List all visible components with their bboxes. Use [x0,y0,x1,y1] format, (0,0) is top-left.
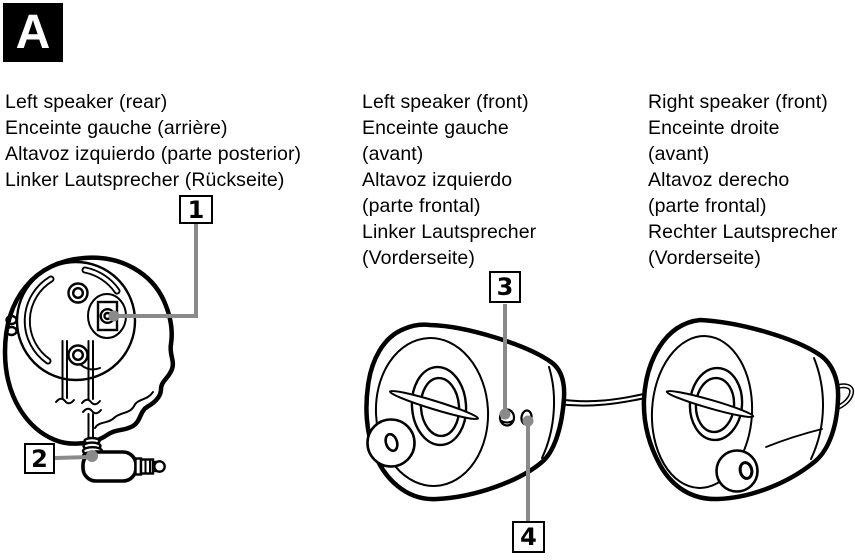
label-line: (parte frontal) [362,195,481,217]
section-label-badge: A [3,3,63,62]
bass-port [715,449,759,493]
label-line: (avant) [648,143,710,165]
callout-4: 4 [512,521,545,553]
speaker-link-cable [556,392,651,407]
right-speaker-front-drawing [641,317,841,502]
label-line: (Vorderseite) [648,247,761,269]
leader-4-dot [522,415,534,427]
screw-hole-top [67,282,89,304]
label-line: Linker Lautsprecher [362,221,537,243]
label-line: Linker Lautsprecher (Rückseite) [5,169,285,191]
label-line: Enceinte droite [648,117,780,139]
label-line: Enceinte gauche (arrière) [5,117,228,139]
left-speaker-front-drawing [364,322,567,502]
label-left-speaker-front: Left speaker (front) Enceinte gauche (av… [362,89,536,271]
label-line: Right speaker (front) [648,91,828,113]
label-line: Altavoz izquierdo (parte posterior) [5,143,302,165]
callout-leaders [54,224,534,521]
callout-1: 1 [179,195,213,224]
label-line: Left speaker (front) [362,91,529,113]
callout-2: 2 [24,443,55,474]
bass-port [366,418,416,468]
leader-1 [116,224,198,318]
label-right-speaker-front: Right speaker (front) Enceinte droite (a… [648,89,838,271]
label-line: Left speaker (rear) [5,91,168,113]
leader-3-dot [499,408,511,420]
label-line: (parte frontal) [648,195,767,217]
callout-3: 3 [489,271,521,303]
label-left-speaker-rear: Left speaker (rear) Enceinte gauche (arr… [5,89,301,193]
leader-1-dot [108,310,120,322]
leader-2-dot [86,450,98,462]
label-line: Altavoz izquierdo [362,169,513,191]
edge-slots [5,314,18,337]
label-line: Rechter Lautsprecher [648,221,838,243]
leader-2 [54,455,91,460]
label-line: (Vorderseite) [362,247,475,269]
label-line: (avant) [362,143,424,165]
label-line: Altavoz derecho [648,169,790,191]
label-line: Enceinte gauche [362,117,509,139]
